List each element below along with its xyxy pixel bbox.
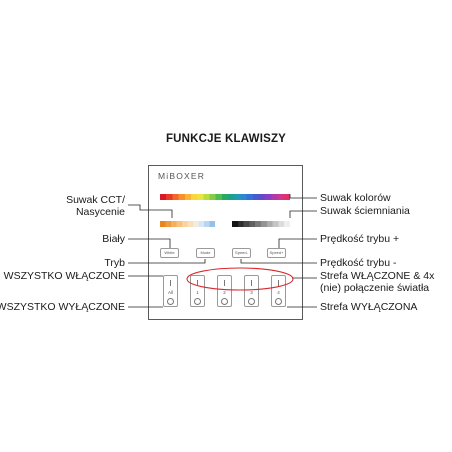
zone-1[interactable]: 1 (190, 275, 205, 307)
zone-all-label: All (167, 290, 173, 295)
brand-logo: MiBOXER (158, 171, 206, 181)
zone-4-off-icon (275, 298, 282, 305)
label-zone-on: Strefa WŁĄCZONE & 4x (nie) połączenie św… (320, 270, 434, 294)
zone-1-label: 1 (196, 290, 199, 295)
label-dimmer-slider: Suwak ściemniania (320, 205, 410, 217)
zone-3[interactable]: 3 (244, 275, 259, 307)
label-zone-on-text: Strefa WŁĄCZONE & 4x (nie) połączenie św… (320, 270, 435, 294)
label-cct-slider-text: Suwak CCT/ Nasycenie (66, 194, 125, 218)
dimmer-slider-bar[interactable] (232, 221, 290, 227)
zone-4-label: 4 (277, 290, 280, 295)
zone-3-on-icon (251, 280, 252, 286)
zone-2-off-icon (221, 298, 228, 305)
label-speed-plus: Prędkość trybu + (320, 233, 400, 245)
zone-1-off-icon (194, 298, 201, 305)
zone-2[interactable]: 2 (217, 275, 232, 307)
zone-all-on-icon (170, 280, 171, 286)
page-title: FUNKCJE KLAWISZY (165, 133, 287, 145)
zone-3-label: 3 (250, 290, 253, 295)
label-mode: Tryb (104, 257, 125, 269)
zone-all[interactable]: All (163, 275, 178, 307)
zone-2-on-icon (224, 280, 225, 286)
label-color-slider: Suwak kolorów (320, 192, 391, 204)
color-slider-bar[interactable] (160, 194, 290, 200)
label-zone-off: Strefa WYŁĄCZONA (320, 301, 418, 313)
zone-all-off-icon (167, 298, 174, 305)
zone-3-off-icon (248, 298, 255, 305)
zone-4-on-icon (278, 280, 279, 286)
label-all-on: WSZYSTKO WŁĄCZONE (3, 270, 125, 282)
label-all-off: WSZYSTKO WYŁĄCZONE (0, 301, 125, 313)
zone-4[interactable]: 4 (271, 275, 286, 307)
label-white: Biały (102, 233, 125, 245)
label-speed-minus: Prędkość trybu - (320, 257, 397, 269)
cct-slider-bar[interactable] (160, 221, 215, 227)
zone-1-on-icon (197, 280, 198, 286)
zone-2-label: 2 (223, 290, 226, 295)
label-cct-slider: Suwak CCT/ Nasycenie (66, 194, 125, 218)
mode-button[interactable]: Mode (196, 248, 215, 258)
speed-minus-button[interactable]: Speed- (232, 248, 251, 258)
speed-plus-button[interactable]: Speed+ (267, 248, 286, 258)
white-button[interactable]: White (160, 248, 179, 258)
